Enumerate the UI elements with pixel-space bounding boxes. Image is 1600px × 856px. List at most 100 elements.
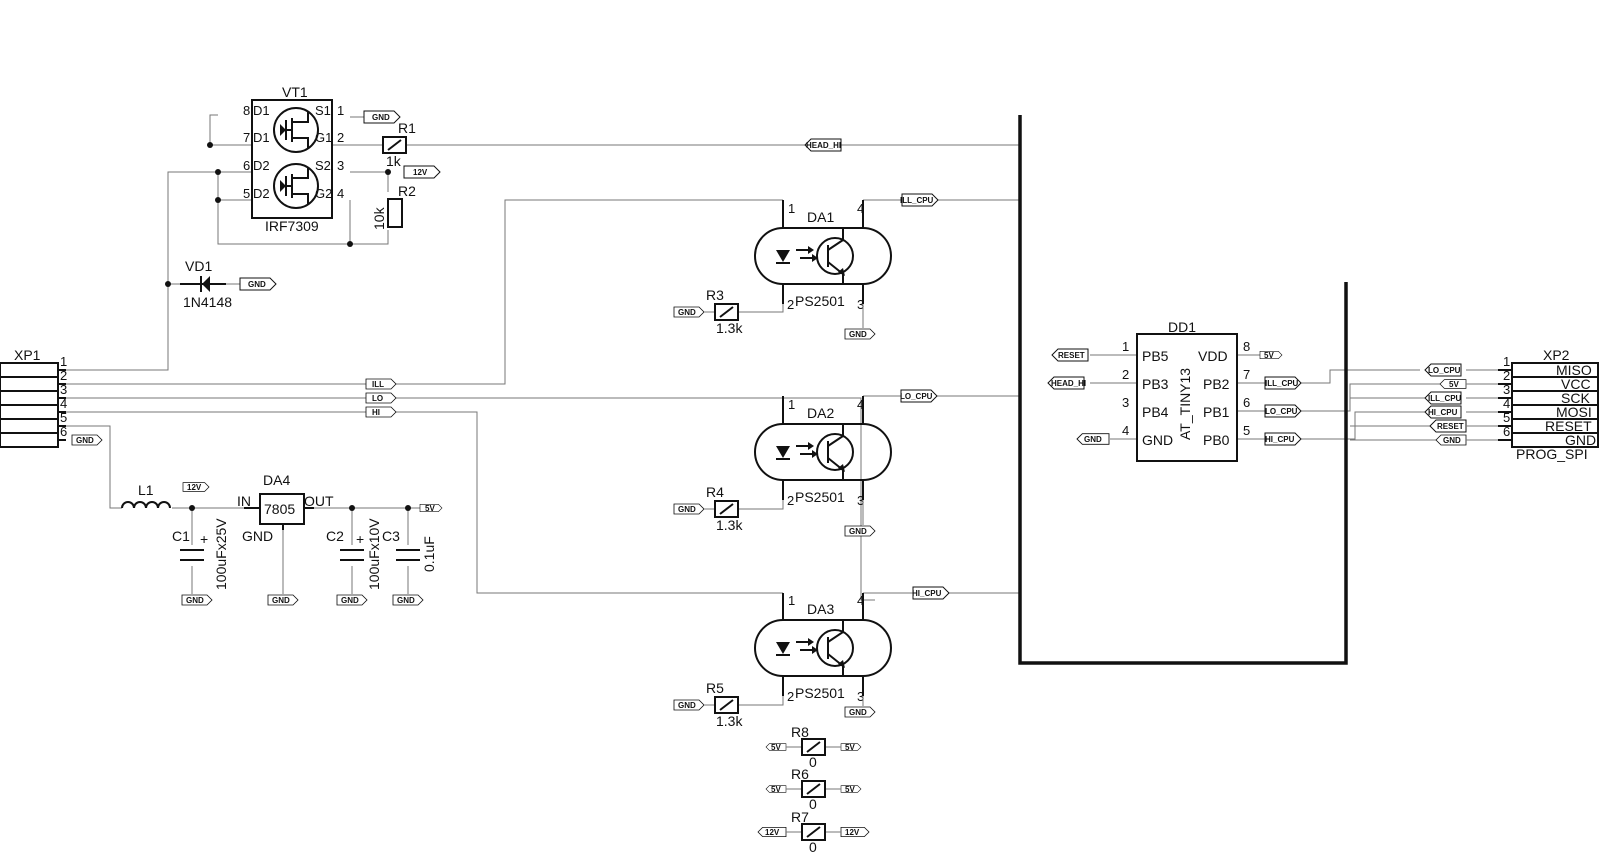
xp2-pin-num: 5 [1503, 410, 1510, 425]
optocoupler-da1: DA1 PS2501 1 2 3 4 R3 1.3k [704, 200, 892, 336]
vd1-part: 1N4148 [183, 294, 232, 310]
net-gnd: GND [849, 708, 867, 717]
xp1-pin-6: 6 [60, 424, 67, 439]
vt1-part: IRF7309 [265, 218, 319, 234]
vt1-g1: G1 [315, 130, 332, 145]
xp2-pin-name: SCK [1561, 390, 1590, 406]
xp2-pin-name: MOSI [1556, 404, 1592, 420]
dd1-pin-name: PB1 [1203, 404, 1230, 420]
net-gnd: GND [678, 308, 696, 317]
r6-value: 0 [809, 796, 817, 812]
vt1-g2: G2 [315, 186, 332, 201]
net-12v: 12V [187, 483, 202, 492]
junctions [165, 142, 411, 511]
connector-xp1: XP1 1 2 3 4 5 6 [0, 347, 67, 448]
r6-ref: R6 [791, 766, 809, 782]
da4-ref: DA4 [263, 472, 290, 488]
xp2-pin-num: 3 [1503, 382, 1510, 397]
connector-xp2: XP2 1 MISO 2 VCC 3 SCK 4 MOSI 5 RESET 6 … [1466, 347, 1599, 462]
da2-pin1: 1 [788, 397, 795, 412]
xp1-pin-5: 5 [60, 410, 67, 425]
net-gnd: GND [372, 113, 390, 122]
net-gnd: GND [678, 505, 696, 514]
transistor-vt1: VT1 IRF7309 8 D1 7 D1 6 D2 5 D2 S1 1 G1 … [243, 84, 344, 234]
net-ill-cpu: ILL_CPU [1265, 379, 1299, 388]
vt1-pin6: 6 [243, 158, 250, 173]
vt1-s2: S2 [315, 158, 331, 173]
resistor-r1: R1 1k [382, 120, 416, 169]
c1-value: 100uFx25V [213, 518, 229, 590]
dd1-part: AT_TINY13 [1177, 368, 1193, 440]
dd1-pin-num: 8 [1243, 339, 1250, 354]
net-5v: 5V [425, 504, 435, 513]
da2-pin3: 3 [857, 493, 864, 508]
inductor-l1: L1 [121, 482, 171, 509]
dd1-pin-name: PB3 [1142, 376, 1169, 392]
net-5v: 5V [845, 785, 855, 794]
r1-value: 1k [386, 153, 402, 169]
net-head-hi: HEAD_HI [806, 141, 841, 150]
net-head-hi: HEAD_HI [1051, 379, 1086, 388]
net-hi-cpu: HI_CPU [1265, 435, 1295, 444]
da3-pin3: 3 [857, 689, 864, 704]
capacitor-c2: + C2 100uFx10V [326, 518, 382, 590]
dd1-pin-name: PB0 [1203, 432, 1230, 448]
da3-pin2: 2 [787, 689, 794, 704]
c2-ref: C2 [326, 528, 344, 544]
r2-ref: R2 [398, 183, 416, 199]
net-5v: 5V [771, 785, 781, 794]
vt1-d1: D1 [253, 130, 270, 145]
net-labels: GND 12V GND HEAD_HI ILL_CPU LO_CPU HI_CP… [71, 110, 1467, 838]
xp2-pin-num: 1 [1503, 354, 1510, 369]
net-12v: 12V [413, 168, 428, 177]
net-5v: 5V [1264, 351, 1274, 360]
c1-ref: C1 [172, 528, 190, 544]
da3-part: PS2501 [795, 685, 845, 701]
r1-ref: R1 [398, 120, 416, 136]
dd1-pin-num: 1 [1122, 339, 1129, 354]
r7-value: 0 [809, 839, 817, 855]
net-12v: 12V [845, 828, 860, 837]
da2-pin4: 4 [857, 397, 864, 412]
net-reset: RESET [1058, 351, 1085, 360]
vt1-s1: S1 [315, 103, 331, 118]
dd1-pin-num: 2 [1122, 367, 1129, 382]
net-reset: RESET [1437, 422, 1464, 431]
net-hi-cpu: HI_CPU [912, 589, 942, 598]
xp2-ref: XP2 [1543, 347, 1570, 363]
l1-ref: L1 [138, 482, 154, 498]
r4-ref: R4 [706, 484, 724, 500]
vd1-ref: VD1 [185, 258, 212, 274]
net-gnd: GND [341, 596, 359, 605]
net-gnd: GND [1443, 436, 1461, 445]
xp1-pin-2: 2 [60, 368, 67, 383]
dd1-pin-name: PB2 [1203, 376, 1230, 392]
da1-ref: DA1 [807, 209, 834, 225]
r4-value: 1.3k [716, 517, 743, 533]
vt1-d2: D2 [253, 186, 270, 201]
optocoupler-da2: DA2 PS2501 1 2 3 4 R4 1.3k [704, 396, 892, 533]
r8-ref: R8 [791, 724, 809, 740]
net-gnd: GND [849, 527, 867, 536]
vt1-pin7: 7 [243, 130, 250, 145]
c1-polarity-mark: + [200, 531, 208, 547]
da3-pin4: 4 [857, 593, 864, 608]
resistor-r2: R2 10k [371, 183, 416, 230]
net-hi-cpu: HI_CPU [1428, 408, 1458, 417]
net-5v: 5V [845, 743, 855, 752]
r7-ref: R7 [791, 809, 809, 825]
xp2-pin-num: 2 [1503, 368, 1510, 383]
da2-part: PS2501 [795, 489, 845, 505]
vt1-pin2: 2 [337, 130, 344, 145]
regulator-da4: 7805 DA4 IN OUT GND [237, 472, 334, 544]
vt1-pin4: 4 [337, 186, 344, 201]
net-gnd: GND [248, 280, 266, 289]
c2-polarity-mark: + [356, 531, 364, 547]
net-gnd: GND [678, 701, 696, 710]
xp1-pin-3: 3 [60, 382, 67, 397]
net-lo-cpu: LO_CPU [1428, 366, 1461, 375]
da4-gnd: GND [242, 528, 273, 544]
da1-pin3: 3 [857, 297, 864, 312]
r3-ref: R3 [706, 287, 724, 303]
